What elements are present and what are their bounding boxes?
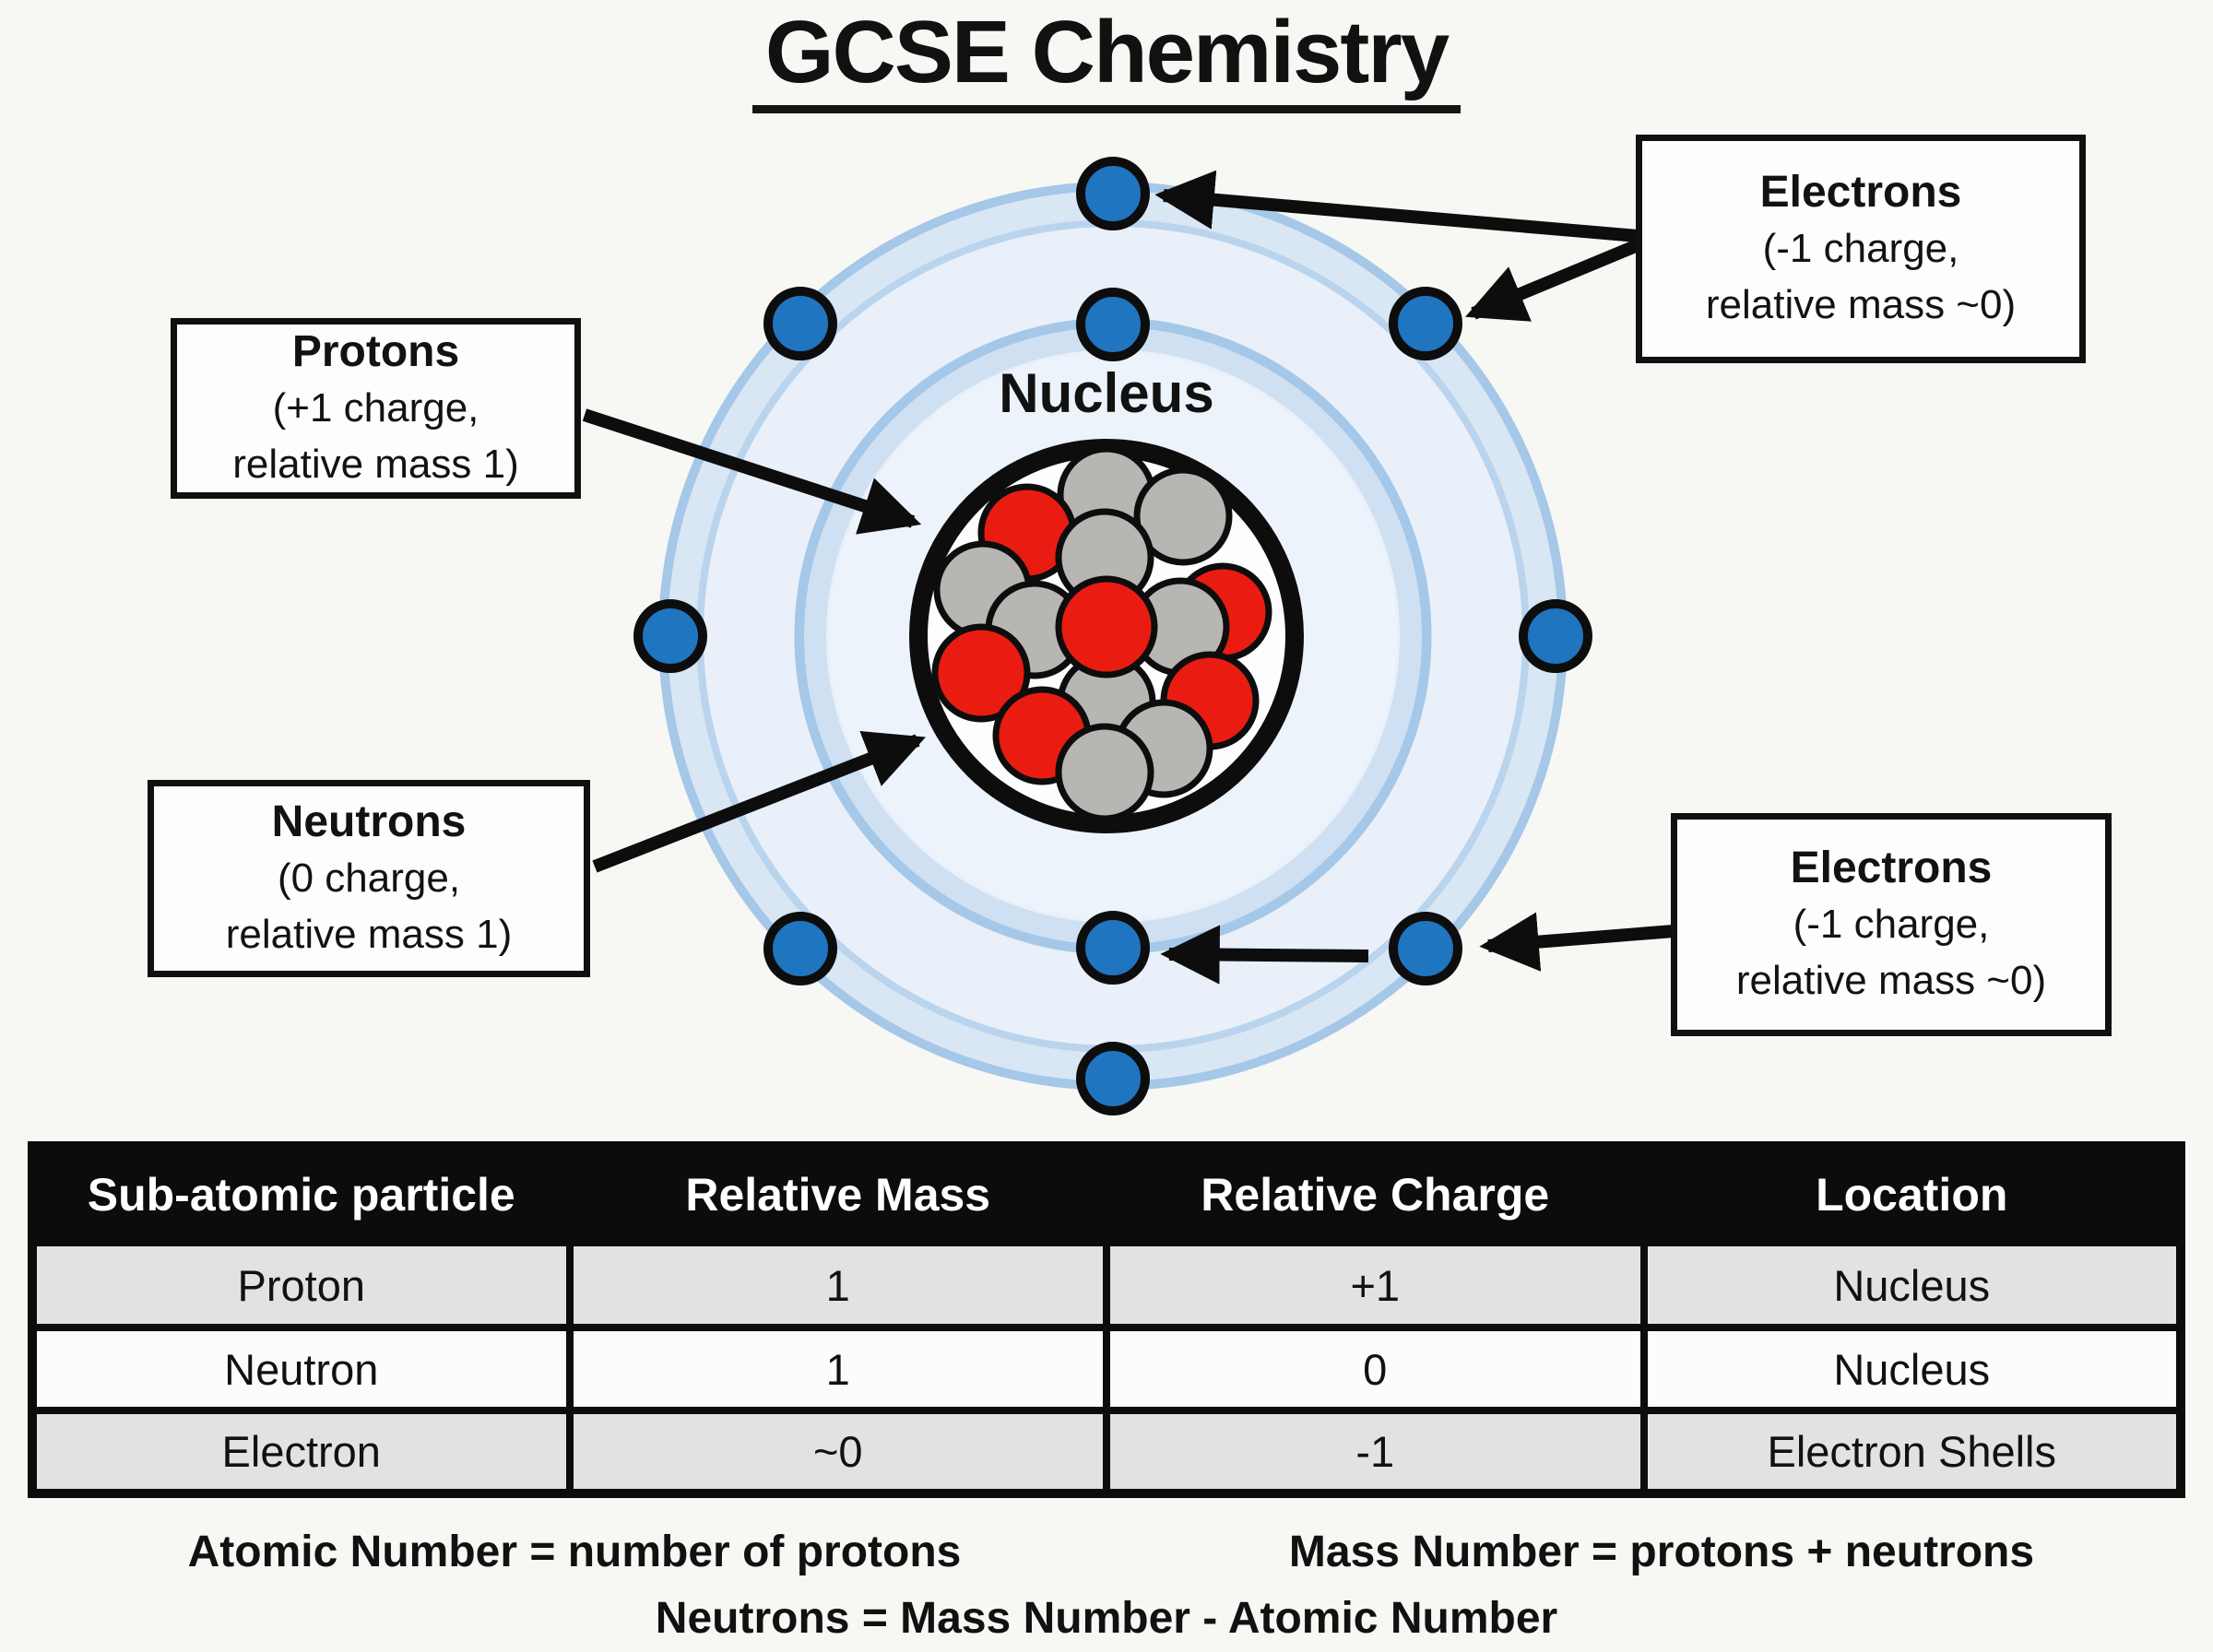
electron bbox=[633, 599, 707, 673]
cell-location: Electron Shells bbox=[1639, 1407, 2184, 1497]
electron bbox=[1389, 287, 1462, 360]
electron bbox=[763, 912, 837, 985]
electron bbox=[1389, 912, 1462, 985]
electrons-top-label-title: Electrons bbox=[1759, 168, 1962, 218]
electrons-bottom-label-charge: (-1 charge, bbox=[1793, 902, 1990, 948]
page-title: GCSE Chemistry bbox=[751, 4, 1462, 113]
electron bbox=[1519, 599, 1592, 673]
electrons-top-label-mass: relative mass ~0) bbox=[1705, 282, 2017, 328]
header-relative-mass: Relative Mass bbox=[565, 1142, 1110, 1246]
header-relative-charge: Relative Charge bbox=[1103, 1142, 1648, 1246]
electron bbox=[763, 287, 837, 360]
electrons-bottom-label-title: Electrons bbox=[1790, 844, 1993, 893]
neutrons-label-title: Neutrons bbox=[271, 797, 467, 847]
protons-label-title: Protons bbox=[291, 327, 460, 377]
neutron-sphere bbox=[1055, 723, 1154, 822]
nucleus-label: Nucleus bbox=[999, 362, 1214, 424]
annotation-arrows bbox=[582, 170, 1675, 985]
proton-sphere bbox=[931, 623, 1031, 723]
formula-mass-number: Mass Number = protons + neutrons bbox=[1288, 1528, 2035, 1576]
electron bbox=[1076, 1042, 1150, 1115]
protons-arrow bbox=[582, 408, 922, 535]
protons-label-charge: (+1 charge, bbox=[272, 385, 479, 431]
protons-label-mass: relative mass 1) bbox=[232, 442, 519, 488]
electrons-label-box-top: Electrons (-1 charge, relative mass ~0) bbox=[1636, 135, 2086, 363]
electrons-arrow-bottom-inner bbox=[1160, 925, 1369, 985]
header-location: Location bbox=[1639, 1142, 2184, 1246]
neutrons-label-box: Neutrons (0 charge, relative mass 1) bbox=[148, 780, 590, 977]
electrons-arrow-top-ne bbox=[1465, 239, 1640, 322]
electrons-arrow-bottom-se bbox=[1479, 912, 1675, 972]
neutrons-arrow bbox=[592, 730, 926, 873]
cell-mass: 1 bbox=[565, 1324, 1110, 1414]
cell-location: Nucleus bbox=[1639, 1324, 2184, 1414]
protons-label-box: Protons (+1 charge, relative mass 1) bbox=[171, 318, 581, 499]
electron bbox=[1076, 288, 1150, 361]
cell-charge: -1 bbox=[1103, 1407, 1648, 1497]
formula-atomic-number: Atomic Number = number of protons bbox=[187, 1528, 962, 1576]
proton-sphere bbox=[1055, 575, 1158, 678]
cell-particle: Proton bbox=[29, 1239, 574, 1331]
electrons-top-label-charge: (-1 charge, bbox=[1762, 226, 1959, 272]
electron bbox=[1076, 911, 1150, 985]
electrons bbox=[633, 157, 1592, 1115]
electron bbox=[1076, 157, 1150, 230]
cell-particle: Neutron bbox=[29, 1324, 574, 1414]
table-row-proton: Proton 1 +1 Nucleus bbox=[29, 1239, 2184, 1331]
neutrons-label-mass: relative mass 1) bbox=[225, 912, 513, 958]
cell-mass: 1 bbox=[565, 1239, 1110, 1331]
electrons-bottom-label-mass: relative mass ~0) bbox=[1735, 958, 2047, 1004]
page-title-row: GCSE Chemistry bbox=[0, 4, 2213, 113]
neutron-sphere bbox=[1133, 466, 1233, 566]
neutrons-label-charge: (0 charge, bbox=[277, 856, 461, 902]
cell-location: Nucleus bbox=[1639, 1239, 2184, 1331]
nucleon-cluster bbox=[931, 445, 1272, 822]
cell-charge: +1 bbox=[1103, 1239, 1648, 1331]
electrons-label-box-bottom: Electrons (-1 charge, relative mass ~0) bbox=[1671, 813, 2112, 1036]
particle-table: Sub-atomic particle Relative Mass Relati… bbox=[28, 1141, 2185, 1498]
electrons-arrow-top-outer bbox=[1154, 170, 1639, 242]
table-row-electron: Electron ~0 -1 Electron Shells bbox=[29, 1407, 2184, 1497]
table-row-neutron: Neutron 1 0 Nucleus bbox=[29, 1324, 2184, 1414]
cell-mass: ~0 bbox=[565, 1407, 1110, 1497]
cell-charge: 0 bbox=[1103, 1324, 1648, 1414]
cell-particle: Electron bbox=[29, 1407, 574, 1497]
header-subatomic-particle: Sub-atomic particle bbox=[29, 1142, 574, 1246]
table-header-row: Sub-atomic particle Relative Mass Relati… bbox=[29, 1142, 2184, 1246]
formula-neutrons: Neutrons = Mass Number - Atomic Number bbox=[655, 1594, 1558, 1643]
